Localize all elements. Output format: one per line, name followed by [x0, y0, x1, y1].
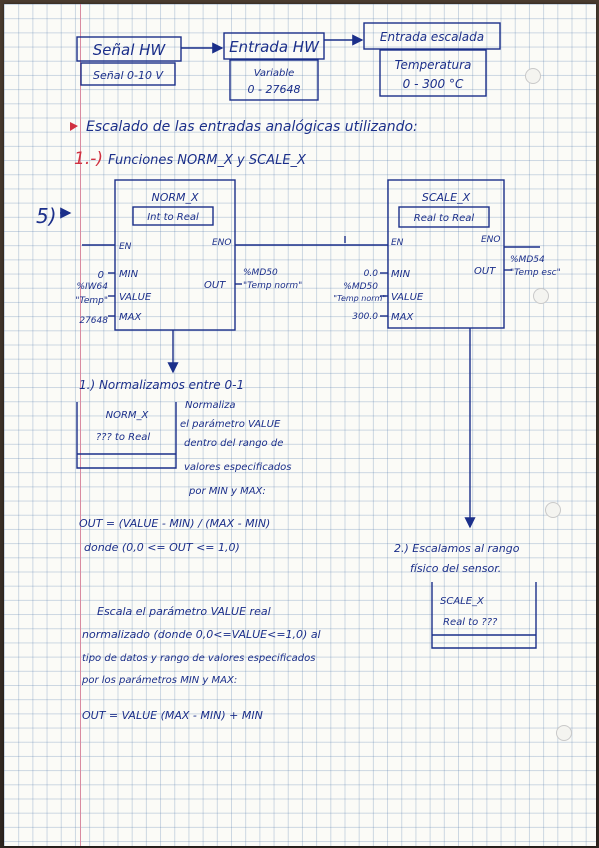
- scale-desc-line: por los parámetros MIN y MAX:: [81, 674, 237, 686]
- section1-title: Funciones NORM_X y SCALE_X: [108, 153, 307, 168]
- box1-title: Señal HW: [93, 41, 167, 59]
- norm-value-address: %IW64: [76, 282, 108, 292]
- norm-value: VALUE: [119, 292, 152, 303]
- scale-desc-line: normalizado (donde 0,0<=VALUE<=1,0) al: [82, 628, 321, 641]
- step1-norm-box: [76, 402, 177, 469]
- scale-x-type-box: [398, 206, 490, 228]
- scale-max-value: 300.0: [352, 312, 378, 322]
- step2-box-type: Real to ???: [443, 617, 498, 628]
- scale-formula: OUT = VALUE (MAX - MIN) + MIN: [82, 709, 263, 722]
- norm-value-tag: "Temp": [75, 296, 108, 306]
- step1-desc-line: por MIN y MAX:: [188, 486, 266, 497]
- scale-desc-line: Escala el parámetro VALUE real: [97, 605, 271, 618]
- binder-hole: [556, 725, 572, 741]
- step2-scale-box: [431, 582, 537, 649]
- norm-max-value: 27648: [79, 316, 108, 326]
- scale-out-tag: "Temp esc": [510, 268, 561, 278]
- scale-x-block: [387, 179, 505, 329]
- scale-x-name: SCALE_X: [422, 191, 471, 204]
- step1-formula: OUT = (VALUE - MIN) / (MAX - MIN): [79, 517, 270, 530]
- scale-out: OUT: [474, 266, 496, 277]
- box2-title: Entrada HW: [229, 38, 320, 56]
- step2-title-line: 2.) Escalamos al rango: [394, 542, 520, 555]
- scale-max: MAX: [391, 312, 414, 323]
- norm-out: OUT: [204, 280, 226, 291]
- step1-desc-line: dentro del rango de: [184, 438, 283, 449]
- section1-number: 1.-): [74, 149, 103, 169]
- scaled-input-range-box: [379, 49, 487, 97]
- binder-hole: [533, 288, 549, 304]
- hw-signal-range-box: [80, 62, 176, 86]
- norm-x-type: Int to Real: [147, 212, 199, 223]
- scale-value: VALUE: [391, 292, 424, 303]
- scale-eno: ENO: [481, 235, 501, 245]
- scaled-input-box: [363, 22, 501, 50]
- box3-sub1: Temperatura: [395, 58, 472, 72]
- binder-hole: [525, 68, 541, 84]
- step1-box-name: NORM_X: [106, 410, 150, 421]
- scale-min: MIN: [391, 269, 411, 280]
- norm-x-name: NORM_X: [151, 191, 199, 204]
- scale-x-type: Real to Real: [414, 213, 475, 224]
- norm-max: MAX: [119, 312, 142, 323]
- norm-eno: ENO: [212, 238, 232, 248]
- graph-paper-sheet: [4, 4, 596, 846]
- norm-x-type-box: [132, 206, 214, 226]
- heading: Escalado de las entradas analógicas util…: [86, 119, 418, 135]
- box3-sub2: 0 - 300 °C: [403, 77, 464, 91]
- hw-input-range-box: [229, 59, 319, 101]
- scale-en: EN: [391, 238, 404, 248]
- norm-en: EN: [119, 242, 132, 252]
- box3-title: Entrada escalada: [380, 30, 484, 44]
- margin-line: [80, 4, 81, 846]
- hw-signal-box: [76, 36, 182, 62]
- scale-value-address: %MD50: [343, 282, 378, 292]
- norm-min-value: 0: [98, 270, 104, 281]
- step1-box-type: ??? to Real: [96, 432, 151, 443]
- norm-x-block: [114, 179, 236, 331]
- scale-value-tag: "Temp norm": [333, 294, 386, 303]
- box1-sub: Señal 0-10 V: [93, 69, 164, 82]
- norm-out-tag: "Temp norm": [243, 281, 302, 291]
- step1-desc-line: valores especificados: [184, 462, 292, 473]
- norm-out-address: %MD50: [243, 268, 278, 278]
- binder-hole: [545, 502, 561, 518]
- step1-title: 1.) Normalizamos entre 0-1: [79, 378, 244, 392]
- red-bullet: [70, 122, 78, 131]
- scale-min-value: 0.0: [364, 269, 379, 279]
- scale-desc-line: tipo de datos y rango de valores especif…: [82, 653, 315, 664]
- side-mark: 5): [36, 204, 57, 228]
- box2-sub1: Variable: [254, 68, 295, 79]
- scale-out-address: %MD54: [510, 255, 545, 265]
- step1-desc-line: el parámetro VALUE: [180, 418, 281, 430]
- norm-min: MIN: [119, 269, 139, 280]
- step2-title-line: físico del sensor.: [410, 562, 501, 575]
- step1-desc-line: Normaliza: [185, 400, 236, 411]
- hw-input-box: [223, 32, 325, 60]
- step2-box-name: SCALE_X: [440, 596, 485, 607]
- box2-sub2: 0 - 27648: [248, 83, 301, 96]
- step1-where: donde (0,0 <= OUT <= 1,0): [84, 541, 240, 554]
